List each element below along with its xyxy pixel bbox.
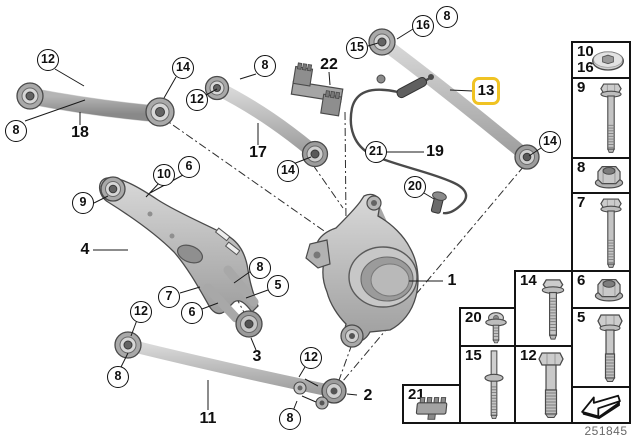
callout-balloon-14[interactable]: 14 [277, 160, 299, 182]
parts-table-cell-7[interactable]: 7 [571, 192, 631, 272]
callout-label-19[interactable]: 19 [426, 143, 444, 160]
callout-balloon-8[interactable]: 8 [5, 120, 27, 142]
cell-number-label: 9 [577, 79, 586, 96]
callout-label-3[interactable]: 3 [252, 348, 262, 365]
arm-17 [204, 75, 329, 168]
callout-balloon-8[interactable]: 8 [254, 55, 276, 77]
callout-balloon-12[interactable]: 12 [186, 89, 208, 111]
parts-table-cell-15[interactable]: 15 [459, 345, 516, 424]
callout-balloon-14[interactable]: 14 [172, 57, 194, 79]
arm-18 [16, 82, 175, 127]
callout-balloon-6[interactable]: 6 [181, 302, 203, 324]
callout-balloon-12[interactable]: 12 [300, 347, 322, 369]
bushing-2 [315, 378, 347, 410]
arm-13 [368, 28, 540, 170]
callout-label-18[interactable]: 18 [71, 124, 89, 141]
bracket-22 [290, 62, 344, 117]
abs-sensor-20 [430, 191, 447, 214]
cell-number-label: 14 [520, 272, 537, 289]
callout-balloon-12[interactable]: 12 [130, 301, 152, 323]
callout-balloon-8[interactable]: 8 [107, 366, 129, 388]
callout-balloon-7[interactable]: 7 [158, 286, 180, 308]
centerlines [159, 111, 525, 389]
parts-table-cell-21[interactable]: 21 [402, 384, 461, 424]
cell-number-label: 6 [577, 272, 586, 289]
callout-balloon-15[interactable]: 15 [346, 37, 368, 59]
cable-plug [396, 76, 428, 99]
callout-balloon-10[interactable]: 10 [153, 164, 175, 186]
cell-number-label: 10 [577, 43, 594, 60]
bushing-3 [235, 310, 263, 338]
callout-balloon-6[interactable]: 6 [178, 156, 200, 178]
cell-number-label: 8 [577, 159, 586, 176]
callout-balloon-5[interactable]: 5 [267, 275, 289, 297]
callout-balloon-8[interactable]: 8 [436, 6, 458, 28]
cell-number-label: 7 [577, 194, 586, 211]
cell-number-label: 16 [577, 59, 594, 76]
callout-label-11[interactable]: 11 [199, 410, 217, 427]
callout-balloon-16[interactable]: 16 [412, 15, 434, 37]
callout-balloon-8[interactable]: 8 [249, 257, 271, 279]
sheet-number: 251845 [584, 424, 628, 438]
cell-number-label: 20 [465, 309, 482, 326]
knuckle-1 [305, 193, 419, 348]
callout-balloon-20[interactable]: 20 [404, 176, 426, 198]
callout-highlight-13[interactable]: 13 [472, 77, 500, 105]
callout-balloon-8[interactable]: 8 [279, 408, 301, 430]
parts-table-cell-8[interactable]: 8 [571, 157, 631, 194]
callout-label-22[interactable]: 22 [320, 56, 338, 73]
arm-11 [114, 331, 342, 398]
callout-label-1[interactable]: 1 [447, 272, 457, 289]
callout-label-17[interactable]: 17 [249, 144, 267, 161]
parts-table-cell-14[interactable]: 14 [514, 270, 573, 347]
callout-label-2[interactable]: 2 [363, 387, 373, 404]
callout-label-4[interactable]: 4 [80, 241, 90, 258]
callout-balloon-21[interactable]: 21 [365, 141, 387, 163]
cell-number-label: 15 [465, 347, 482, 364]
callout-balloon-14[interactable]: 14 [539, 131, 561, 153]
cell-number-label: 12 [520, 347, 537, 364]
callout-balloon-9[interactable]: 9 [72, 192, 94, 214]
callout-balloon-12[interactable]: 12 [37, 49, 59, 71]
cell-number-label: 5 [577, 309, 586, 326]
